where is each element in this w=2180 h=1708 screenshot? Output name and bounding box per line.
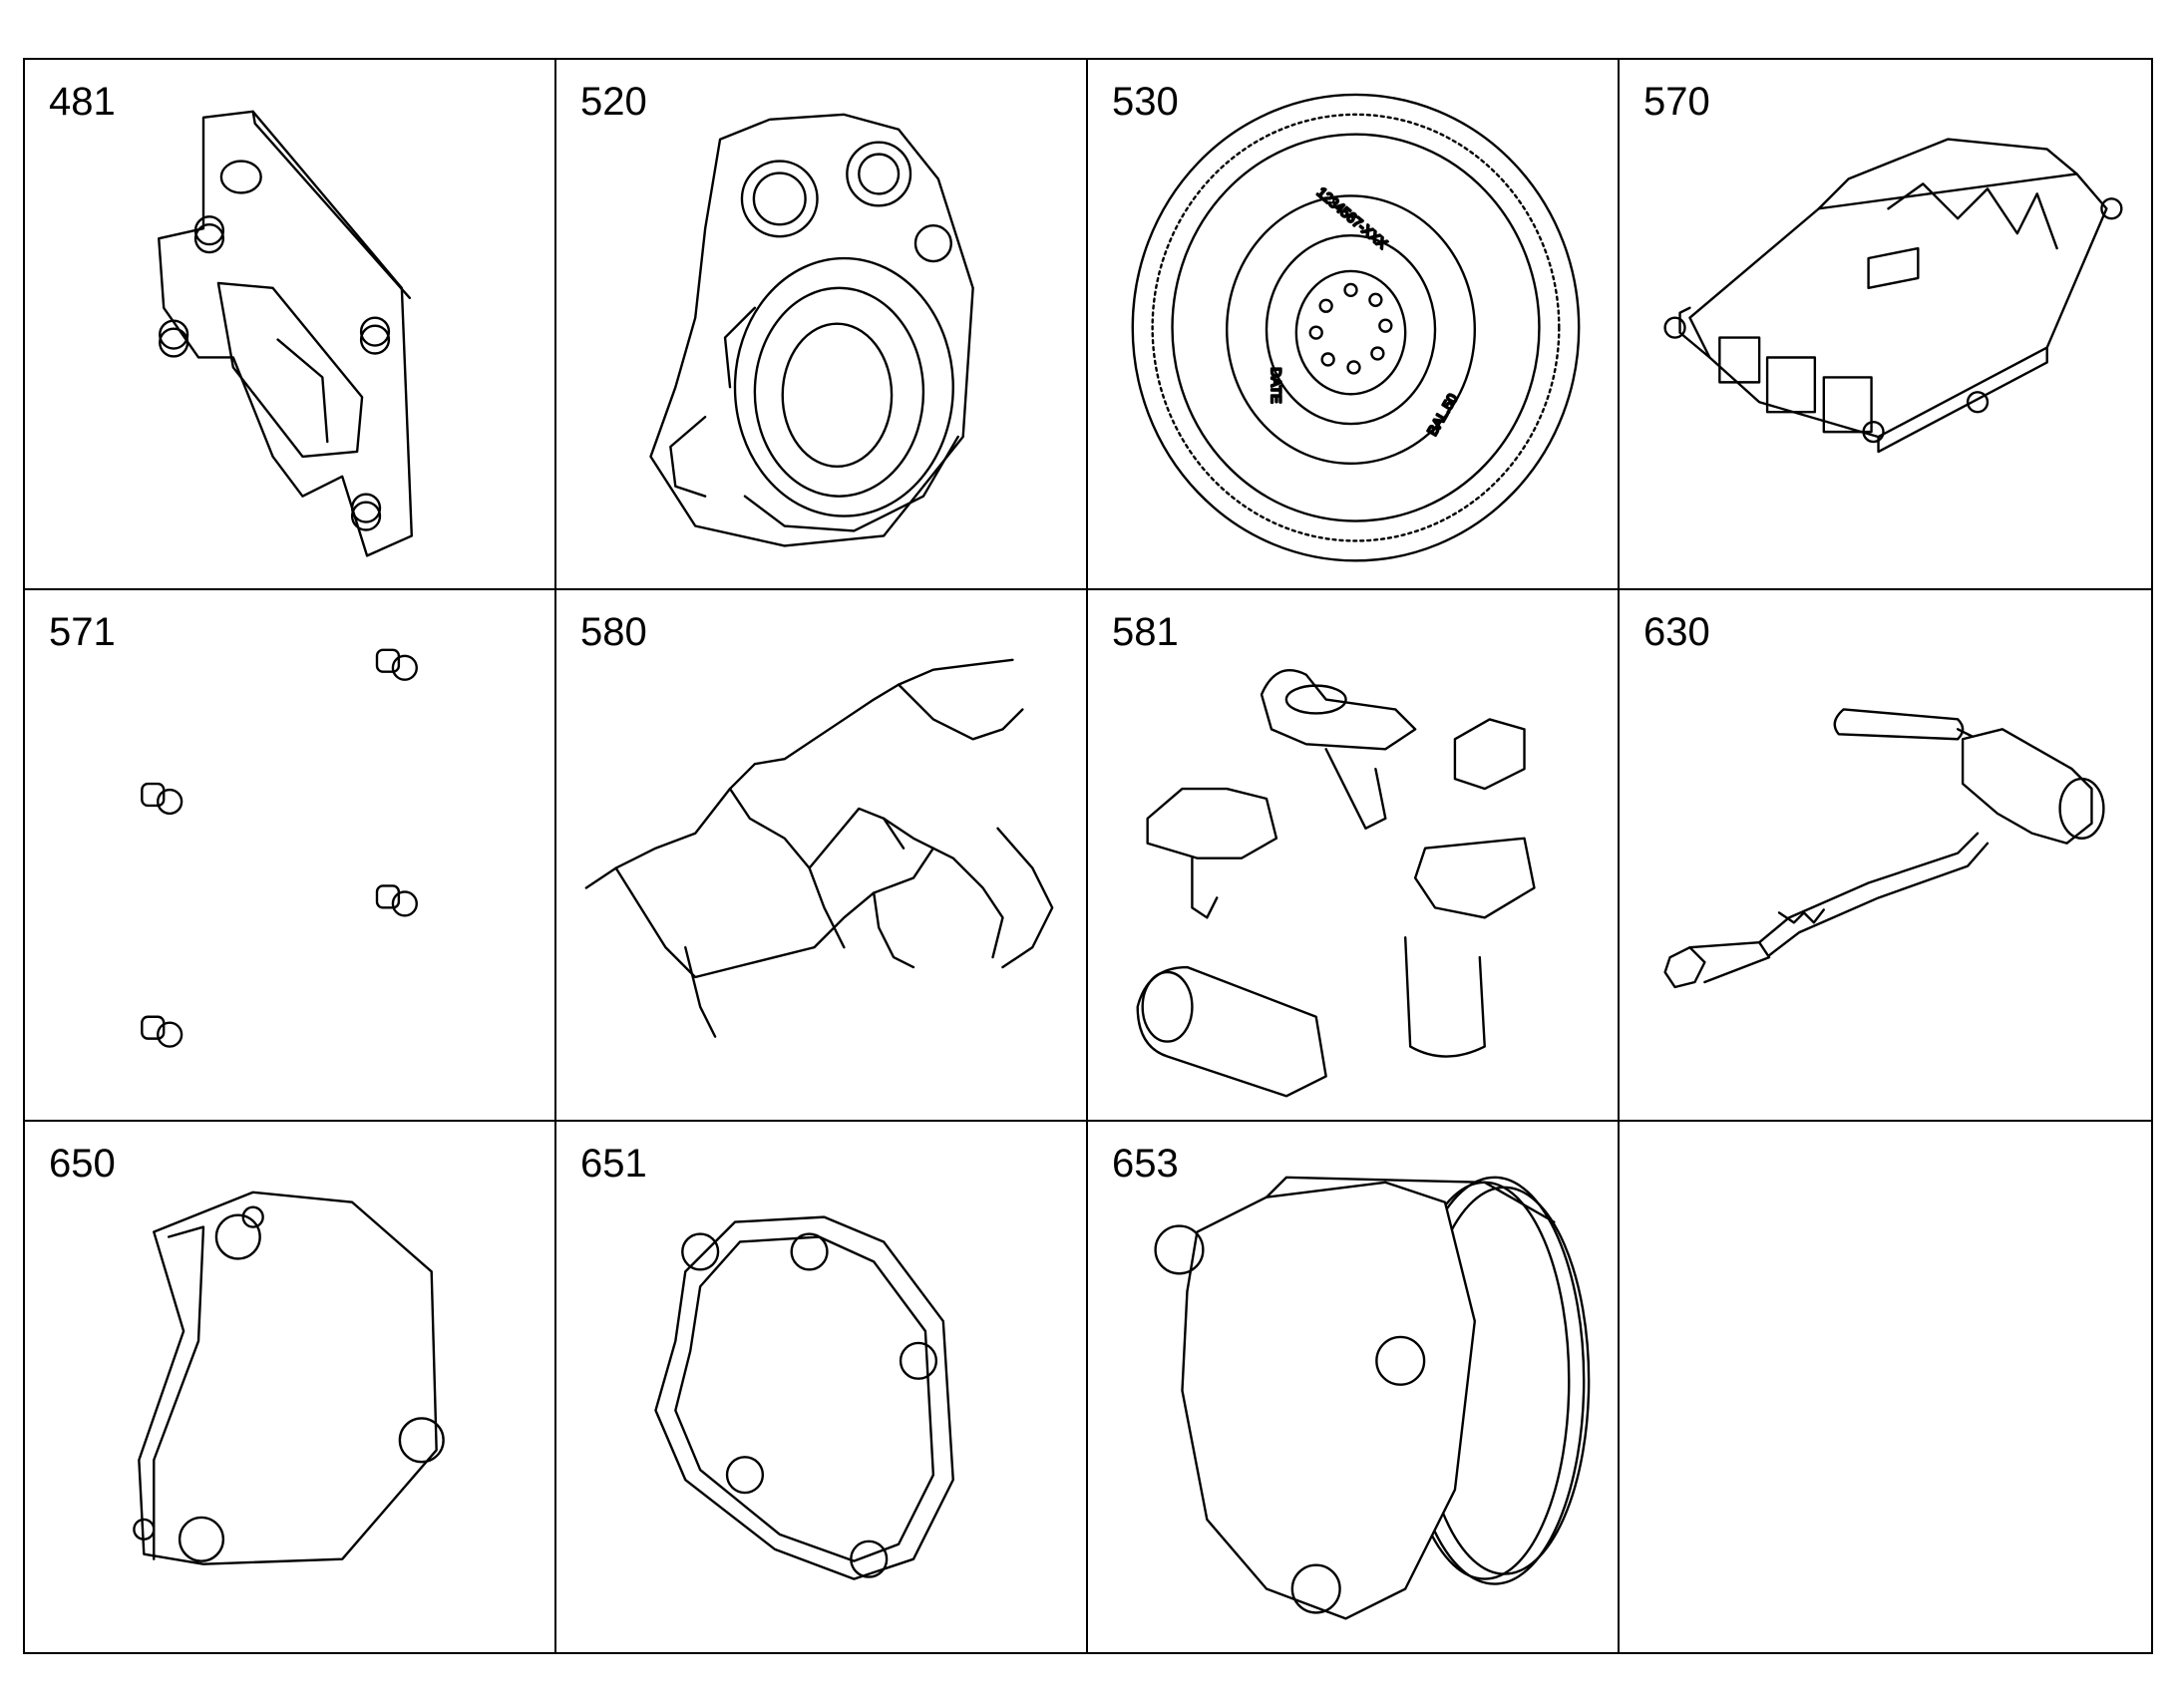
part-number: 581	[1112, 610, 1179, 655]
part-cell-520[interactable]: 520	[556, 60, 1088, 591]
part-cell-650[interactable]: 650	[25, 1121, 556, 1652]
part-number: 630	[1643, 610, 1710, 655]
control-unit-icon	[1663, 138, 2123, 454]
part-number: 570	[1643, 80, 1710, 124]
screws-icon	[141, 648, 418, 1049]
flywheel-housing-icon	[649, 113, 974, 547]
part-number: 580	[580, 610, 647, 655]
part-cell-530[interactable]: 530 1234567-XXX DATE BAL.50	[1088, 60, 1620, 591]
flywheel-date-text: DATE	[1269, 367, 1284, 403]
wiring-harness-icon	[584, 658, 1054, 1039]
flywheel-part-text: 1234567-XXX	[1314, 183, 1391, 251]
pump-cover-icon	[1154, 1176, 1591, 1620]
part-number: 571	[49, 610, 116, 655]
part-cell-571[interactable]: 571	[25, 590, 556, 1122]
part-cell-570[interactable]: 570	[1620, 60, 2151, 591]
part-cell-580[interactable]: 580	[556, 590, 1088, 1122]
heater-element-icon	[1663, 708, 2105, 989]
part-cell-651[interactable]: 651	[556, 1121, 1088, 1652]
flywheel-icon: 1234567-XXX DATE BAL.50	[1131, 93, 1581, 562]
flywheel-scale-text: BAL.50	[1424, 391, 1461, 439]
cover-gasket-icon	[654, 1215, 954, 1580]
part-number: 650	[49, 1141, 116, 1186]
part-cell-481[interactable]: 481	[25, 60, 556, 591]
cover-plate-icon	[133, 1191, 445, 1565]
part-number: 651	[580, 1141, 647, 1186]
part-number: 530	[1112, 80, 1179, 124]
empty-cell	[1620, 1122, 2151, 1652]
part-cell-630[interactable]: 630	[1620, 590, 2151, 1122]
parts-catalog-grid: 481 520	[23, 58, 2153, 1654]
part-number: 481	[49, 80, 116, 124]
part-cell-653[interactable]: 653	[1088, 1121, 1620, 1652]
mounting-bracket-icon	[158, 110, 414, 557]
part-cell-581[interactable]: 581	[1088, 590, 1620, 1122]
sensors-icon	[1136, 669, 1536, 1098]
part-number: 653	[1112, 1141, 1179, 1186]
part-number: 520	[580, 80, 647, 124]
